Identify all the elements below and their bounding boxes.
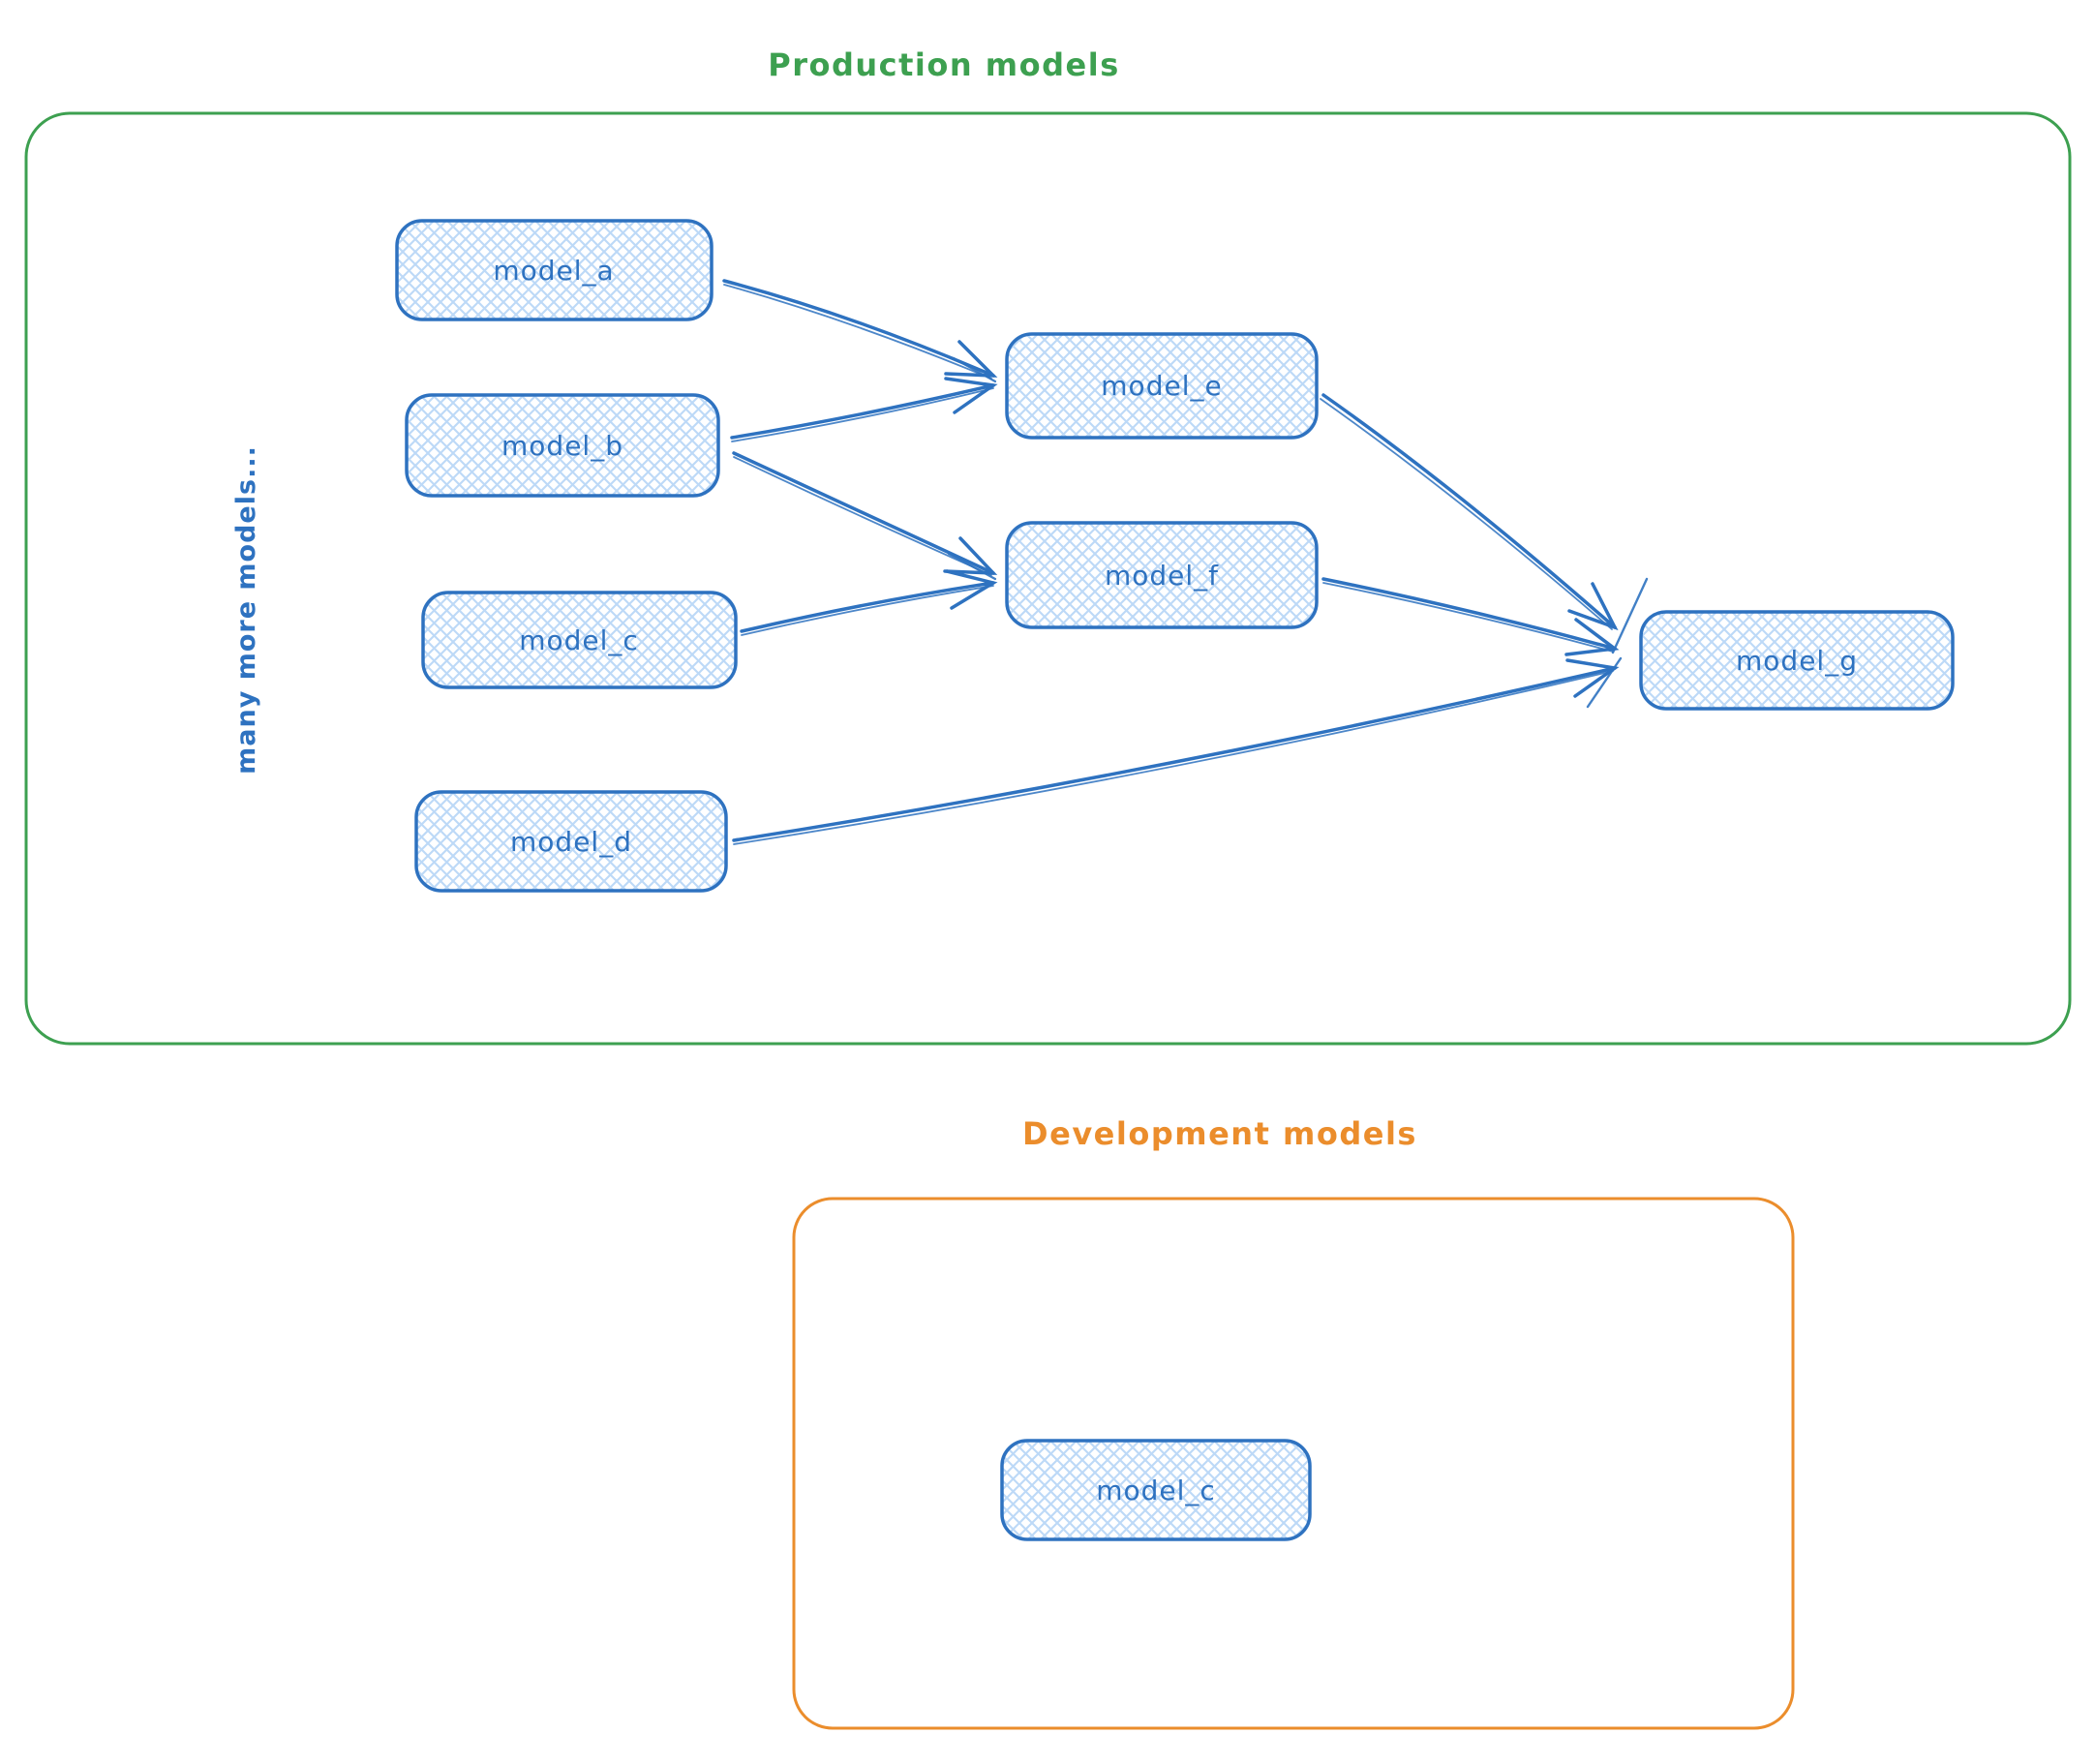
node-model-a-label: model_a: [493, 255, 614, 287]
node-model-d-box[interactable]: [414, 790, 728, 893]
node-model-e-label: model_e: [1101, 370, 1222, 402]
edge-model-e-to-model-g[interactable]: [1320, 393, 1649, 654]
node-model-c-label: model_c: [519, 624, 639, 656]
sketch-stroke: [952, 356, 997, 383]
arrowhead-icon: [945, 569, 998, 610]
node-model-f-label: model_f: [1105, 560, 1219, 592]
edge-model-f-to-model-g[interactable]: [1321, 577, 1620, 656]
node-model-a-box[interactable]: [395, 219, 714, 321]
node-model-e-box[interactable]: [1005, 332, 1319, 440]
sketch-stroke: [947, 552, 997, 581]
node-model-c-dev-box[interactable]: [1000, 1439, 1312, 1541]
sketch-stroke: [1586, 656, 1623, 709]
node-model-g-box[interactable]: [1639, 610, 1955, 711]
development-container[interactable]: [792, 1197, 1795, 1730]
edge-model-a-to-model-e[interactable]: [722, 279, 998, 380]
production-title[interactable]: Production models: [768, 46, 1120, 83]
arrowhead-icon: [943, 536, 998, 575]
node-model-c-dev-label: model_c: [1096, 1475, 1216, 1506]
edge-model-b-to-model-e[interactable]: [730, 356, 998, 442]
node-model-f-box[interactable]: [1005, 521, 1319, 629]
side-note-many-more-models[interactable]: many more models...: [231, 445, 261, 775]
node-model-g-label: model_g: [1736, 645, 1858, 677]
production-container[interactable]: [24, 111, 2072, 1046]
edge-model-d-to-model-g[interactable]: [732, 656, 1623, 845]
arrowhead-icon: [944, 377, 998, 414]
node-model-b-box[interactable]: [405, 393, 720, 498]
node-model-d-label: model_d: [510, 826, 632, 858]
node-model-c-box[interactable]: [421, 591, 738, 689]
edge-model-b-to-model-f[interactable]: [732, 451, 998, 576]
development-title[interactable]: Development models: [1022, 1115, 1417, 1152]
node-model-b-label: model_b: [501, 430, 623, 462]
sketch-stroke: [1611, 577, 1649, 654]
arrowhead-icon: [1564, 618, 1620, 656]
edge-model-c-to-model-f[interactable]: [740, 552, 998, 636]
arrowhead-icon: [944, 340, 998, 378]
arrowhead-icon: [1567, 582, 1619, 631]
